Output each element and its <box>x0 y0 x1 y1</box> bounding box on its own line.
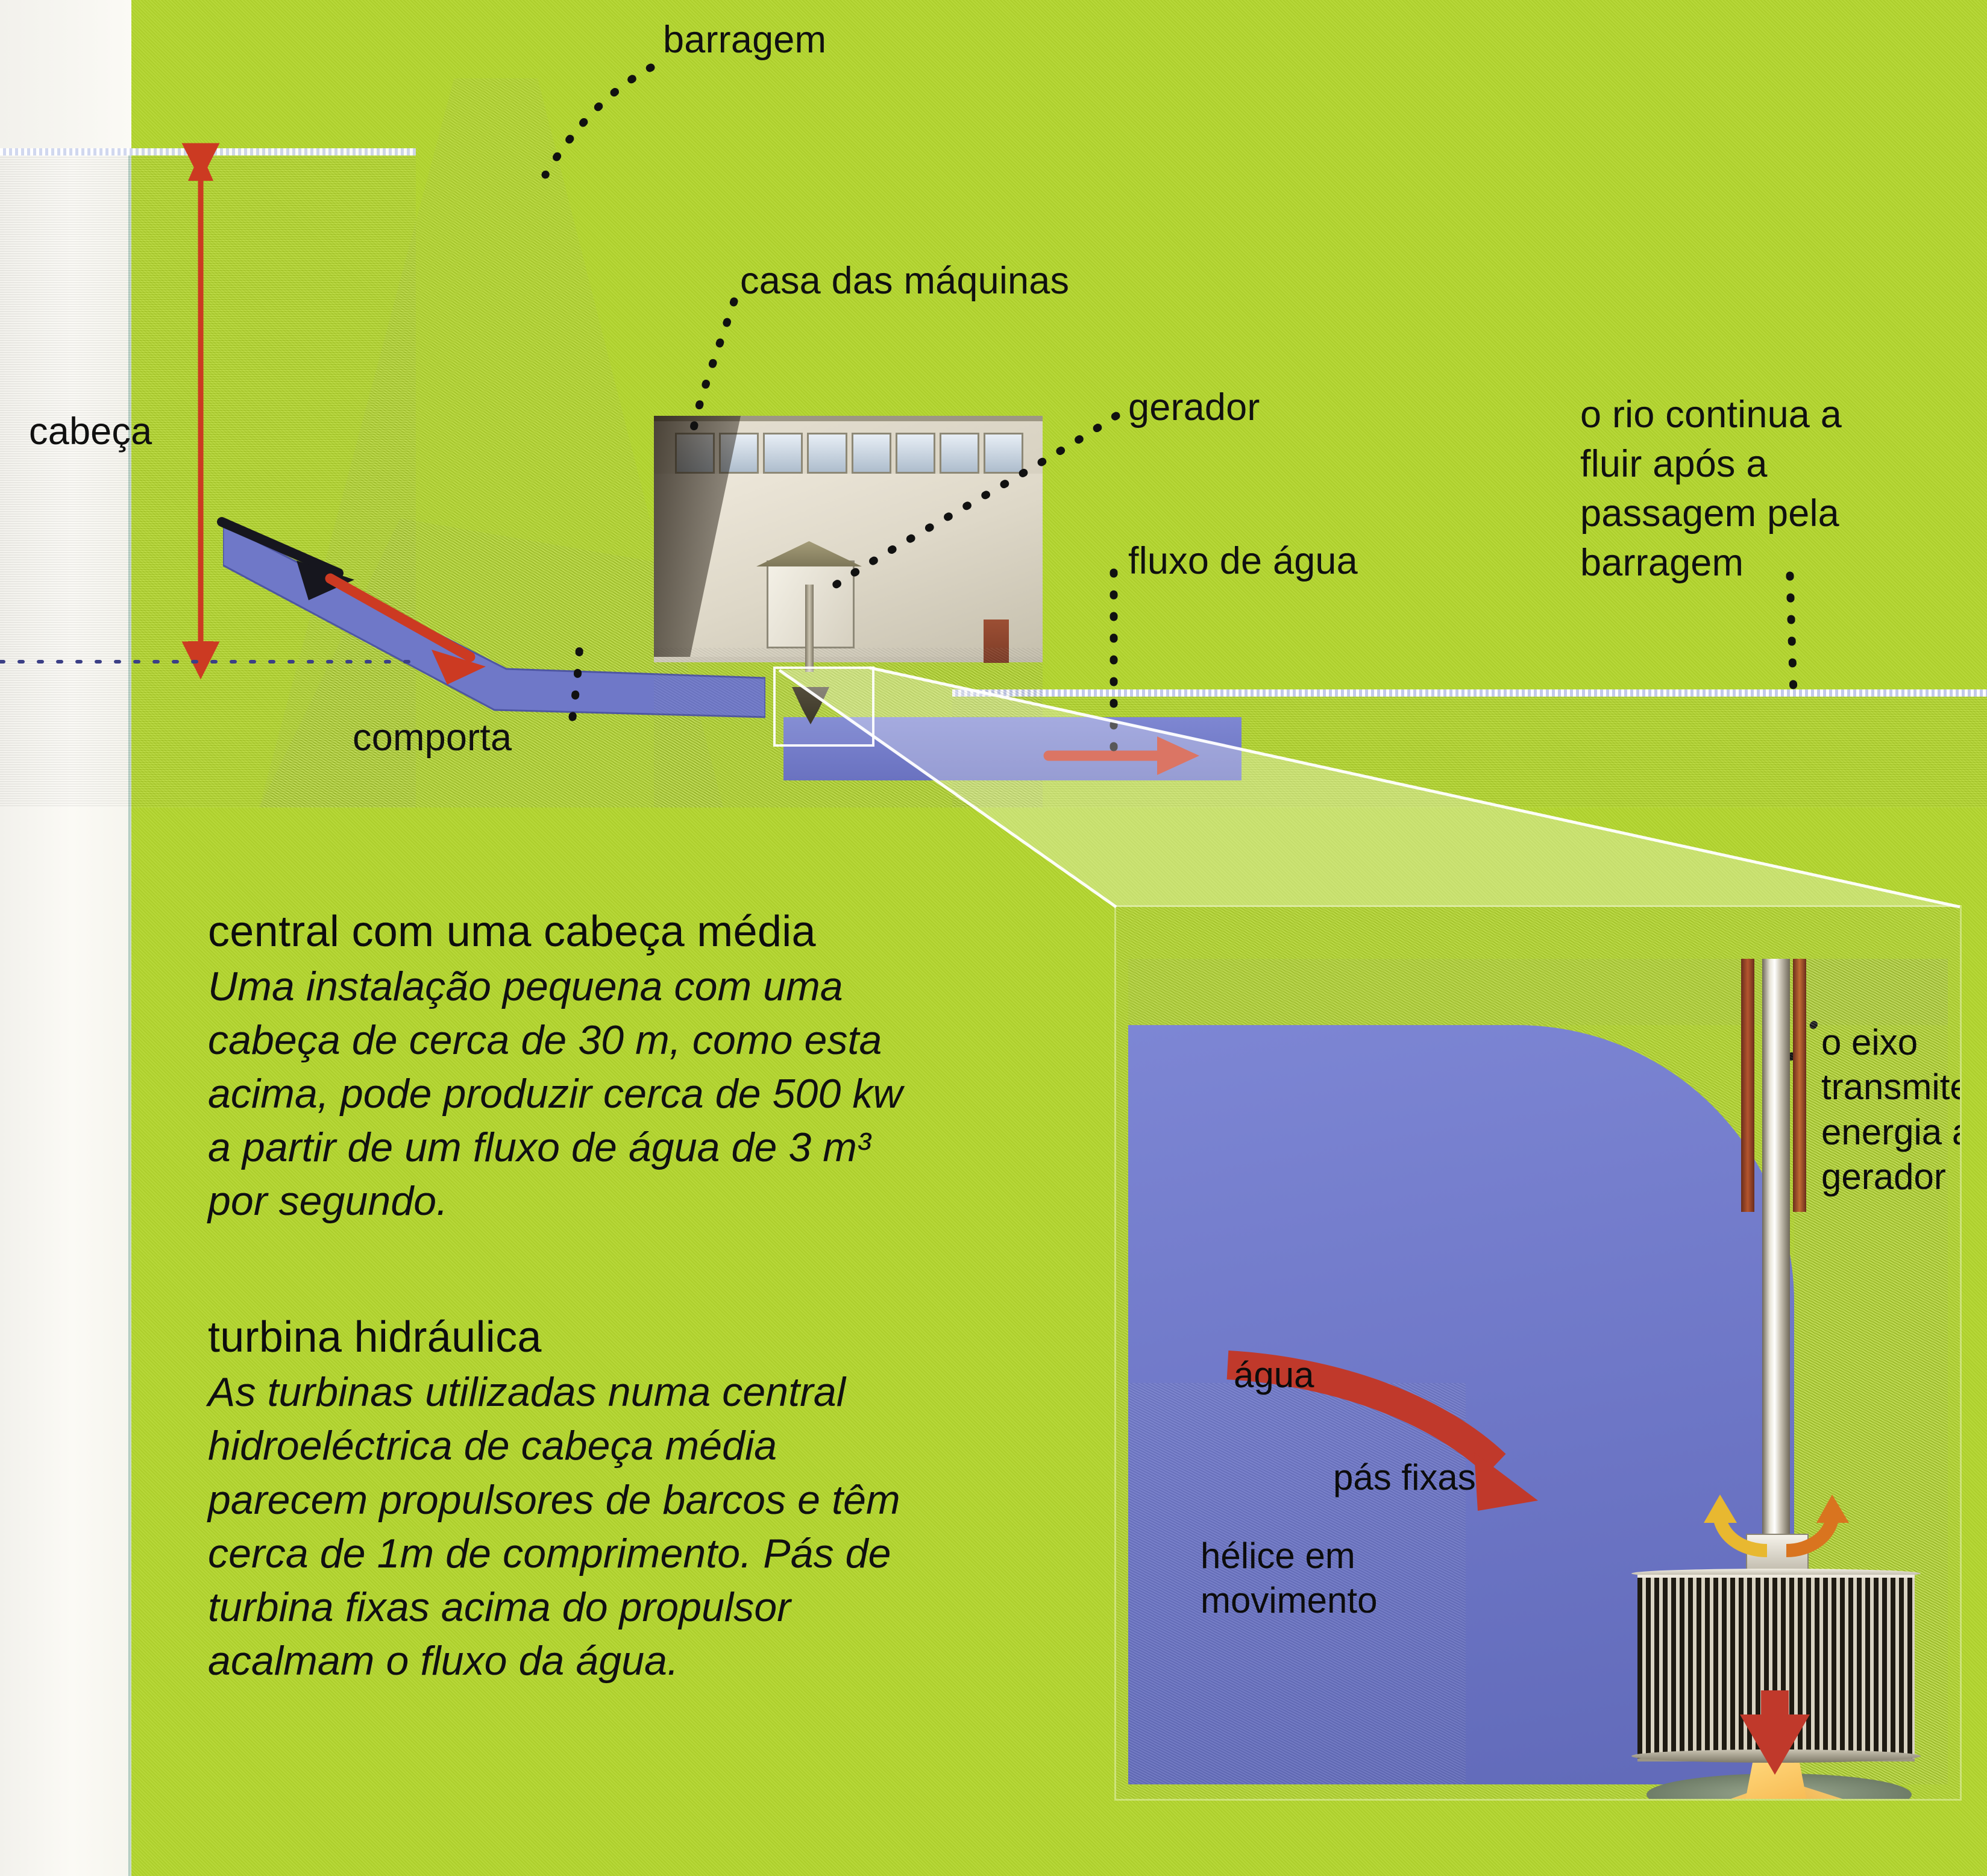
reservoir-surface-line <box>0 148 416 155</box>
article-text-column: central com uma cabeça média Uma instala… <box>208 907 1070 1688</box>
body-line: acalmam o fluxo da água. <box>208 1637 679 1684</box>
label-helice-em-movimento: hélice em movimento <box>1201 1536 1378 1621</box>
body-line: Uma instalação pequena com uma <box>208 964 843 1009</box>
body-line: cerca de 1m de comprimento. Pás de <box>208 1530 891 1576</box>
section-heading-central: central com uma cabeça média <box>208 908 816 956</box>
powerhouse-door <box>984 620 1009 663</box>
shaft-sleeve-left <box>1741 959 1754 1212</box>
body-line: por segundo. <box>208 1178 448 1225</box>
window-pane <box>939 433 979 474</box>
inset-arrow-overlay <box>1226 1351 1849 1557</box>
label-barragem: barragem <box>663 19 827 61</box>
label-pas-fixas: pás fixas <box>1333 1457 1476 1498</box>
window-pane <box>807 433 847 474</box>
river-surface-line <box>952 689 1987 697</box>
label-agua: água <box>1234 1355 1314 1395</box>
body-line: acima, pode produzir cerca de 500 kw <box>208 1071 903 1117</box>
label-casa-das-maquinas: casa das máquinas <box>740 260 1070 302</box>
inset-lower-left-concrete-block <box>1128 1383 1466 1784</box>
section-heading-turbina: turbina hidráulica <box>208 1313 542 1362</box>
top-left-white-strip <box>0 0 131 155</box>
outflow-arrow <box>1740 1690 1810 1775</box>
label-gerador: gerador <box>1128 386 1260 428</box>
shaft-sleeve-right <box>1793 959 1806 1212</box>
generator-shaft-small <box>805 585 814 672</box>
label-rio-continua: o rio continua a fluir após a passagem p… <box>1580 394 1842 584</box>
label-comporta: comporta <box>353 717 512 759</box>
label-eixo: o eixo transmite energia ao gerador <box>1821 1022 1960 1197</box>
body-line: As turbinas utilizadas numa central <box>208 1369 846 1416</box>
turbine-detail-inset: o eixo transmite energia ao gerador água… <box>1116 907 1960 1799</box>
body-line: turbina fixas acima do propulsor <box>208 1584 791 1630</box>
body-line: hidroeléctrica de cabeça média <box>208 1423 777 1469</box>
label-cabeca: cabeça <box>29 410 152 453</box>
paper-left-margin <box>0 0 131 1876</box>
window-pane <box>895 433 935 474</box>
window-pane <box>851 433 891 474</box>
window-pane <box>763 433 803 474</box>
section-body-central: Uma instalação pequena com uma cabeça de … <box>208 960 1070 1228</box>
body-line: parecem propulsores de barcos e têm <box>208 1476 900 1523</box>
body-line: a partir de um fluxo de água de 3 m³ <box>208 1125 871 1171</box>
drive-shaft <box>1762 959 1790 1573</box>
section-spacer <box>208 1228 1070 1313</box>
label-fluxo-de-agua: fluxo de água <box>1128 540 1358 582</box>
section-body-turbina: As turbinas utilizadas numa central hidro… <box>208 1366 1070 1687</box>
page-seam <box>128 0 133 1876</box>
window-pane <box>983 433 1023 474</box>
inset-top-slab <box>1128 959 1948 1025</box>
body-line: cabeça de cerca de 30 m, como esta <box>208 1017 882 1064</box>
zoom-callout-frame <box>773 667 874 747</box>
